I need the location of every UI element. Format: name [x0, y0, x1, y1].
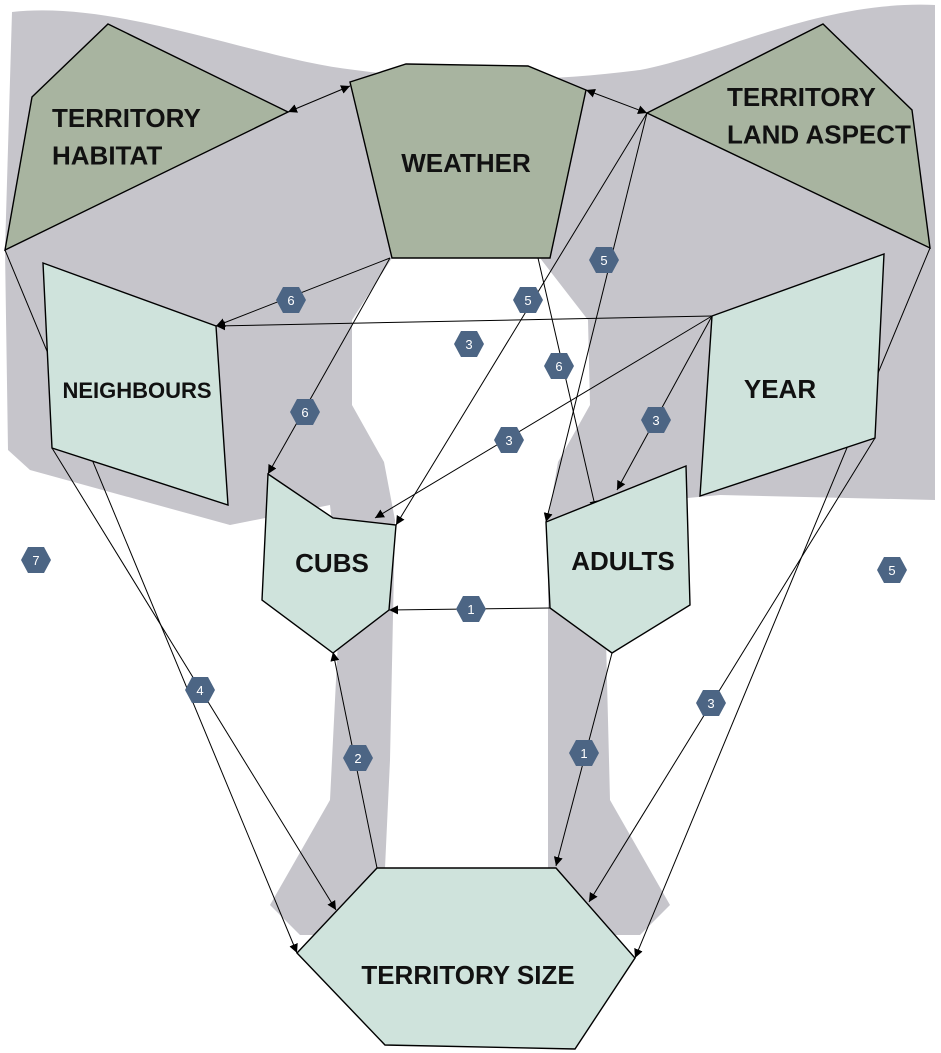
node-shape-territory-land-aspect [645, 23, 931, 250]
edge-badges: 6 6 6 5 5 3 3 3 [21, 247, 907, 771]
badge: 6 [276, 287, 306, 313]
edge-year-size [588, 437, 876, 903]
badge-label: 3 [505, 433, 512, 448]
nodes: TERRITORY HABITAT WEATHER TERRITORY LAND A… [4, 23, 931, 1050]
badge: 4 [185, 677, 215, 703]
badge-label: 6 [555, 359, 562, 374]
badge-hexagon [544, 353, 574, 379]
background-center-hole [352, 258, 590, 868]
badge-hexagon [454, 331, 484, 357]
badge-hexagon [21, 547, 51, 573]
badge: 5 [589, 247, 619, 273]
badge-label: 5 [888, 563, 895, 578]
node-shape-cubs [261, 472, 397, 654]
node-cubs: CUBS [261, 472, 397, 654]
node-neighbours: NEIGHBOURS [42, 261, 229, 506]
badge-hexagon [290, 399, 320, 425]
badge-label: 3 [707, 696, 714, 711]
node-label-territory-size: TERRITORY SIZE [361, 960, 574, 990]
badge-hexagon [877, 557, 907, 583]
badge: 2 [343, 745, 373, 771]
node-shape-weather [349, 63, 587, 259]
edge-landaspect-cubs [395, 112, 648, 526]
badge-label: 7 [32, 553, 39, 568]
badge-hexagon [494, 427, 524, 453]
badge: 3 [494, 427, 524, 453]
badge-hexagon [696, 690, 726, 716]
edge-weather-cubs [267, 257, 391, 475]
badge-label: 6 [301, 405, 308, 420]
node-label-line: TERRITORY [727, 82, 876, 112]
badge-hexagon [569, 740, 599, 766]
badge-label: 6 [287, 293, 294, 308]
node-label-neighbours: NEIGHBOURS [62, 378, 211, 403]
node-weather: WEATHER [349, 63, 587, 259]
badge: 3 [641, 407, 671, 433]
edge-weather-neighbours [215, 257, 391, 327]
background-region [5, 4, 935, 935]
edge-habitat-weather [287, 85, 351, 113]
badge-hexagon [456, 596, 486, 622]
node-shape-territory-size [296, 867, 636, 1050]
edge-year-neighbours [215, 315, 713, 331]
node-label-territory-habitat: TERRITORY HABITAT [52, 103, 201, 171]
node-territory-size: TERRITORY SIZE [296, 867, 636, 1050]
badge-label: 2 [354, 751, 361, 766]
node-shape-year [699, 252, 885, 497]
badge-label: 3 [465, 337, 472, 352]
badge: 7 [21, 547, 51, 573]
edge-weather-adults [537, 257, 599, 511]
badge: 5 [513, 287, 543, 313]
badge: 3 [454, 331, 484, 357]
node-adults: ADULTS [545, 464, 691, 654]
badge: 6 [290, 399, 320, 425]
edge-landaspect-adults [543, 112, 648, 523]
node-label-weather: WEATHER [401, 148, 531, 178]
node-label-line: HABITAT [52, 141, 162, 171]
node-territory-habitat: TERRITORY HABITAT [4, 23, 290, 252]
node-year: YEAR [699, 252, 885, 497]
node-territory-land-aspect: TERRITORY LAND ASPECT [645, 23, 931, 250]
edge-weather-landaspect [585, 88, 648, 115]
node-label-cubs: CUBS [295, 548, 369, 578]
edge-landaspect-size [634, 247, 931, 959]
node-label-line: LAND ASPECT [727, 120, 911, 150]
badge-label: 5 [524, 293, 531, 308]
node-shape-adults [545, 464, 691, 654]
badge: 1 [456, 596, 486, 622]
badge-label: 4 [196, 683, 203, 698]
badge: 6 [544, 353, 574, 379]
node-shape-territory-habitat [4, 23, 290, 252]
badge: 1 [569, 740, 599, 766]
badge-label: 1 [467, 602, 474, 617]
node-label-territory-land-aspect: TERRITORY LAND ASPECT [727, 82, 911, 150]
badge-hexagon [641, 407, 671, 433]
node-label-year: YEAR [744, 374, 816, 404]
edge-year-cubs [374, 315, 713, 519]
badge-hexagon [589, 247, 619, 273]
badge-label: 1 [580, 746, 587, 761]
badge-hexagon [513, 287, 543, 313]
badge: 3 [696, 690, 726, 716]
node-shape-neighbours [42, 261, 229, 506]
badge-hexagon [276, 287, 306, 313]
edge-year-adults [616, 315, 713, 491]
badge-hexagon [185, 677, 215, 703]
node-label-adults: ADULTS [571, 546, 675, 576]
badge-hexagon [343, 745, 373, 771]
badge-label: 3 [652, 413, 659, 428]
badge: 5 [877, 557, 907, 583]
node-label-line: TERRITORY [52, 103, 201, 133]
badge-label: 5 [600, 253, 607, 268]
